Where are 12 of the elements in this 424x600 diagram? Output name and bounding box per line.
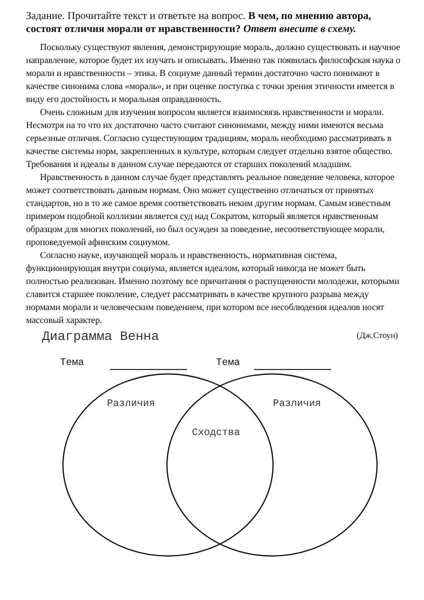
task-text: Задание. Прочитайте текст и ответьте на вопрос. В чем, по мнению автора, состоят отличия морали от нравственности? Ответ внесите в схему. bbox=[26, 10, 372, 36]
attribution: (Дж.Стоун) bbox=[356, 330, 398, 340]
topic-label: Тема bbox=[60, 358, 84, 369]
topic-label: Тема bbox=[216, 358, 240, 369]
differences-label: Различия bbox=[273, 399, 322, 410]
paragraph: Нравственность в данном случае будет представлять реальное поведение человека, которое может соответствовать данным нормам. Оно может существенно отличаться от принятых стандартов, но в то же самое время соответствовать неким другим нормам. Самым известным примером подобной коллизии является суд над Сократом, который является нравственным образцом для многих поколений, но был осужден за поведение, несоответствующее морали, проповедуемой афинским социумом. bbox=[26, 172, 396, 250]
intersection-label: Сходства bbox=[192, 428, 240, 439]
diagram-title: Диаграмма Венна bbox=[42, 329, 160, 344]
paragraph: Согласно науке, изучающей мораль и нравственность, нормативная система, функционирующая внутри социума, является идеалом, который никогда не может быть полностью реализован. Именно поэтому все причитания о распущенности молодежи, которыми славится старшее поколение, следует рассматривать в качестве крупного разрыва между нормами морали и человеческим поведением, при котором все несоблюдения идеалов носят массовый характер. bbox=[26, 250, 400, 328]
paragraph: Очень сложным для изучения вопросом является взаимосвязь нравственности и морали. Несмотря на то что их достаточно часто считают синонимами, между ними имеются весьма серьезные отличия. Согласно существующим традициям, мораль необходимо рассматривать в качестве системы норм, закрепленных в культуре, которым следует отдельно взятое общество. Требования и идеалы в данном случае передаются от старших поколений младшим. bbox=[26, 107, 394, 172]
paragraph: Поскольку существуют явления, демонстрирующие мораль, должно существовать и научное направление, которое будет их изучать и описывать. Именно так появилась философская наука о морали и нравственности – этика. В социуме данный термин достаточно часто понимают в качестве синонима слова «мораль», и при оценке поступка с точки зрения этичности имеется в виду его достойность и моральная оправданность. bbox=[26, 42, 402, 107]
differences-label: Различия bbox=[107, 399, 156, 410]
